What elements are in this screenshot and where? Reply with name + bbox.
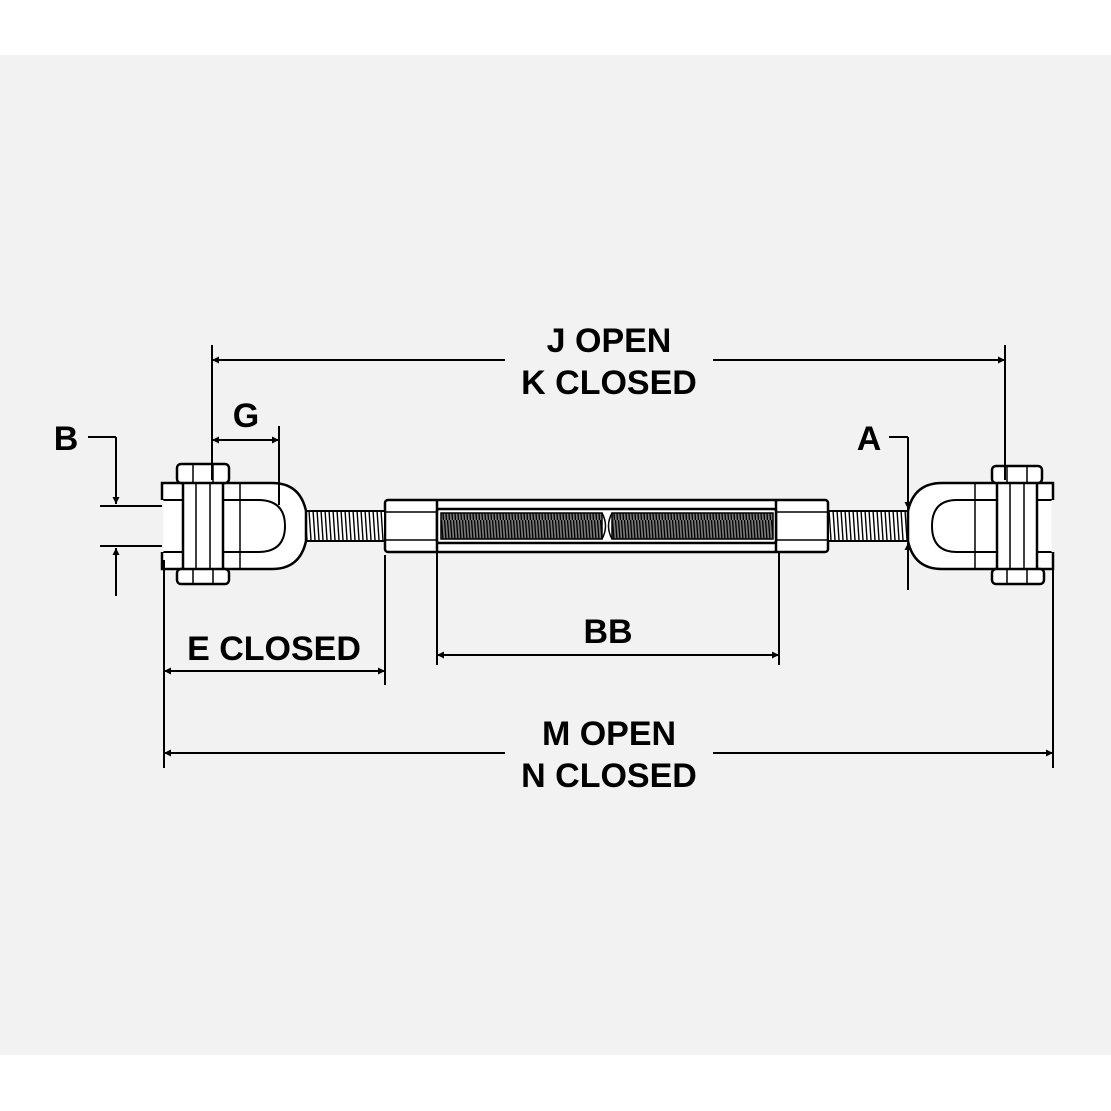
left-threaded-rod [305, 510, 386, 542]
label-k-closed: K CLOSED [521, 364, 697, 402]
label-j-open: J OPEN [547, 322, 672, 360]
dimension-j-k [211, 345, 1006, 480]
left-pin [175, 462, 231, 586]
label-bb: BB [583, 613, 632, 651]
dimension-b [88, 436, 162, 596]
dimension-e [163, 555, 386, 768]
dimension-g [212, 426, 280, 505]
label-m-open: M OPEN [542, 715, 676, 753]
dimension-m-n [164, 570, 1054, 768]
body-window-threads [440, 512, 774, 540]
right-pin [990, 464, 1046, 586]
label-a: A [857, 420, 882, 458]
label-n-closed: N CLOSED [521, 757, 697, 795]
right-threaded-rod [827, 510, 909, 542]
label-g: G [233, 397, 259, 435]
dimension-a [889, 436, 912, 590]
dimension-bb [436, 553, 780, 665]
label-b: B [54, 420, 79, 458]
label-e-closed: E CLOSED [187, 630, 361, 668]
